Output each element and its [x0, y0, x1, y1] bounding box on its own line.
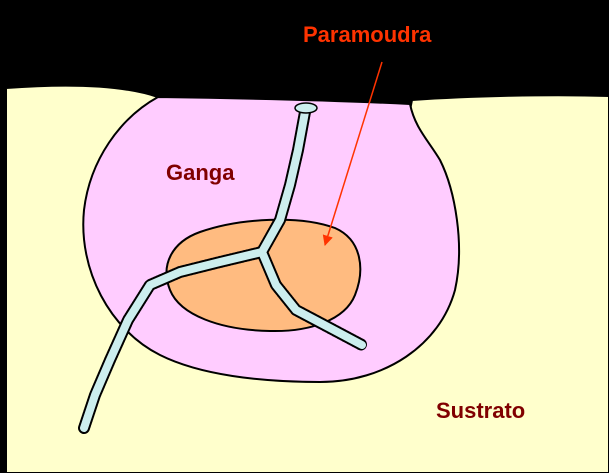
label-ganga: Ganga [166, 160, 235, 185]
burrow-opening [295, 103, 317, 113]
label-sustrato: Sustrato [436, 398, 525, 423]
paramoudra-nodule [167, 220, 361, 331]
label-paramoudra: Paramoudra [303, 22, 432, 47]
